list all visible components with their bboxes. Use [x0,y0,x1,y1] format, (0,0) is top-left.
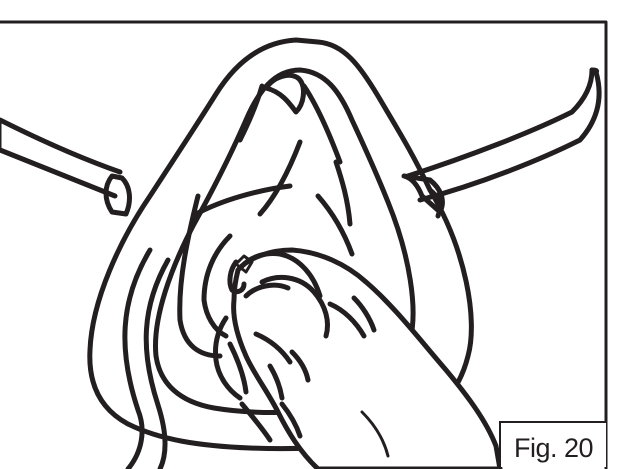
mask-shell [180,196,220,356]
figure-caption: Fig. 20 [514,429,593,462]
figure-caption-box: Fig. 20 [499,421,606,467]
hand [215,250,500,469]
nasal-bridge [266,75,303,112]
left-headgear-strap [0,120,168,469]
